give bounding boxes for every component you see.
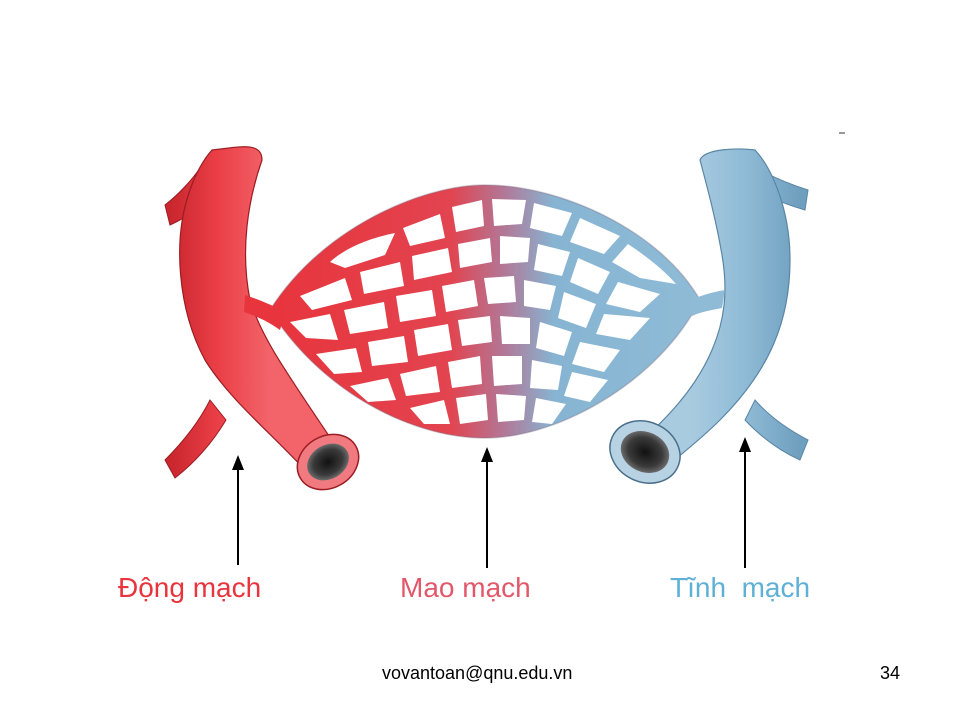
capillary-arrow <box>481 447 493 568</box>
footer-email: vovantoan@qnu.edu.vn <box>382 663 573 683</box>
vein-label: Tĩnh mạch <box>670 572 811 603</box>
artery-label: Động mạch <box>118 572 262 603</box>
vein-vessel <box>609 148 809 484</box>
vein-arrow <box>739 437 751 568</box>
pointer-arrows <box>232 437 751 568</box>
capillary-label: Mao mạch <box>400 572 531 603</box>
artery-arrow <box>232 455 244 565</box>
artery-vessel <box>164 146 360 491</box>
capillary-network <box>269 184 701 439</box>
page-number: 34 <box>880 663 901 683</box>
